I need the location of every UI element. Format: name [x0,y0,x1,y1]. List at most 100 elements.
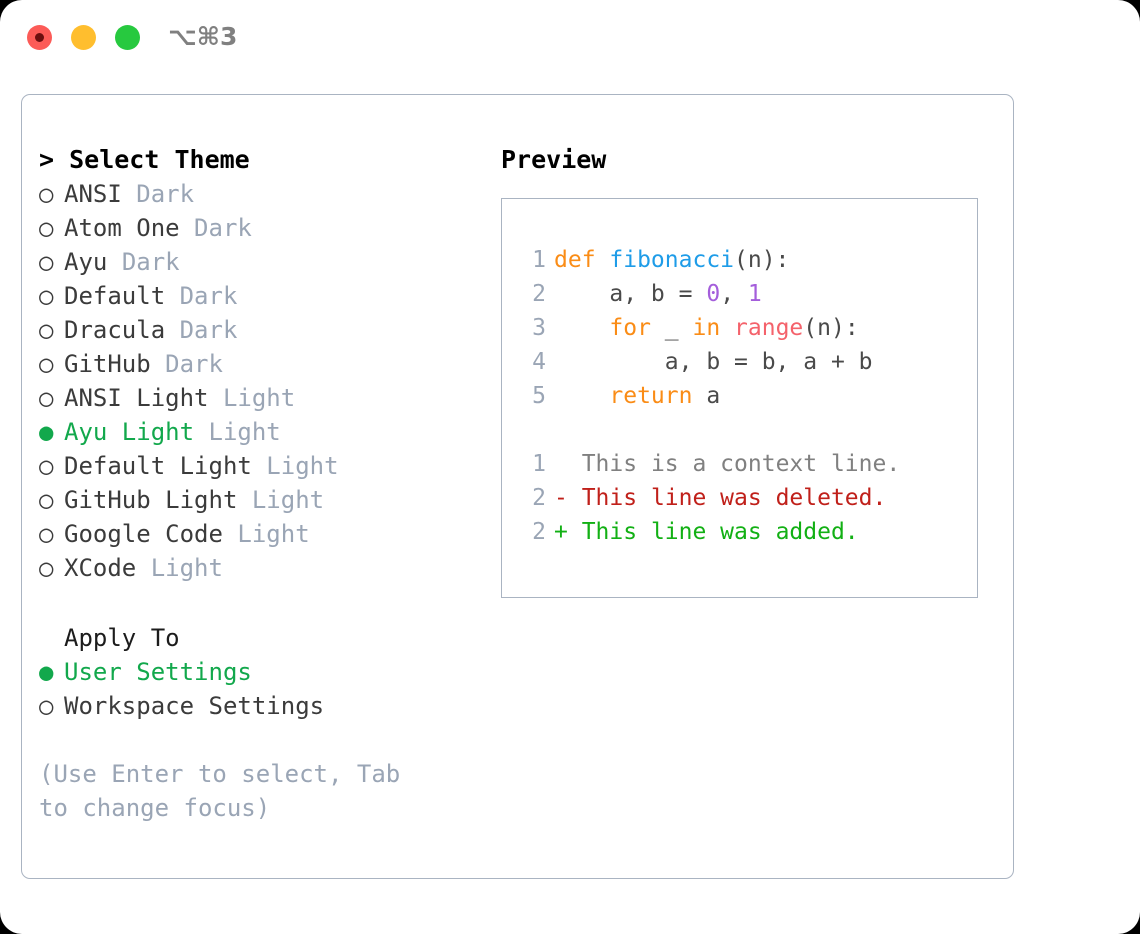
theme-option-variant: Light [237,520,310,548]
radio-unselected-icon: ○ [39,282,54,310]
code-token: range [734,315,804,341]
keyboard-hint-text: (Use Enter to select, Tab to change focu… [39,760,401,822]
line-number: 4 [532,349,546,375]
theme-list-column: > Select Theme ○ANSI Dark○Atom One Dark○… [39,143,479,825]
theme-option-name: Default Light [64,452,252,480]
code-token: (n): [803,315,859,341]
code-token [720,315,734,341]
theme-option-variant: Light [222,384,296,412]
apply-to-list: ● User Settings ○ Workspace Settings [39,655,479,723]
line-number: 2 [532,485,546,511]
section-spacer [39,585,479,621]
theme-option-variant: Dark [194,214,252,242]
theme-option-variant: Dark [165,350,223,378]
theme-option-variant: Light [208,418,281,446]
radio-unselected-icon: ○ [39,350,54,378]
theme-option-name: GitHub Light [64,486,238,514]
code-token: , [720,281,748,307]
code-line: 5 return a [520,379,977,413]
theme-option[interactable]: ● Ayu Light Light [39,415,479,449]
diff-text: This line was added. [581,519,859,545]
theme-option-name: Google Code [64,520,223,548]
line-number: 2 [532,281,546,307]
code-line: 3 for _ in range(n): [520,311,977,345]
theme-option[interactable]: ○ Default Dark [39,279,479,313]
code-token: a [692,383,721,409]
theme-option[interactable]: ○Dracula Dark [39,313,479,347]
theme-option-name: Ayu Light [64,418,195,446]
theme-option[interactable]: ○ ANSI Dark [39,177,479,211]
line-number: 5 [532,383,546,409]
code-token [554,383,609,409]
code-token: fibonacci [609,247,735,273]
diff-marker: - [554,485,582,511]
theme-option[interactable]: ○Ayu Dark [39,245,479,279]
apply-to-option[interactable]: ● User Settings [39,655,479,689]
theme-option[interactable]: ○ Default Light Light [39,449,479,483]
code-line: 2 a, b = 0, 1 [520,277,977,311]
theme-option-name: Default [64,282,166,310]
code-token: (n): [734,247,790,273]
title-bar: ⌥⌘3 [0,0,1140,78]
diff-sample: 1 This is a context line. 2- This line wa… [520,447,977,549]
theme-option[interactable]: ○XCode Light [39,551,479,585]
theme-option-name: ANSI [64,180,122,208]
diff-text: This line was deleted. [581,485,887,511]
code-token: a, b = b, a + b [554,349,873,375]
diff-text: This is a context line. [581,451,901,477]
radio-unselected-icon: ○ [39,384,54,412]
radio-unselected-icon: ○ [39,452,54,480]
line-number: 1 [532,451,546,477]
preview-heading: Preview [501,145,607,174]
code-token: return [609,383,693,409]
theme-option[interactable]: ○ ANSI Light Light [39,381,479,415]
radio-selected-icon: ● [39,658,54,686]
theme-option[interactable]: ○ Google Code Light [39,517,479,551]
diff-marker [554,451,582,477]
theme-option-name: GitHub [64,350,151,378]
theme-option[interactable]: ○GitHub Light Light [39,483,479,517]
select-theme-heading: > Select Theme [39,145,250,174]
theme-option[interactable]: ○ GitHub Dark [39,347,479,381]
theme-option-name: ANSI Light [64,384,209,412]
keyboard-shortcut-label: ⌥⌘3 [168,22,238,51]
theme-option-name: Dracula [64,316,166,344]
theme-option-variant: Light [266,452,339,480]
code-token [554,315,609,341]
theme-option-variant: Dark [179,316,238,344]
theme-option[interactable]: ○ Atom One Dark [39,211,479,245]
code-line: 4 a, b = b, a + b [520,345,977,379]
theme-option-variant: Dark [179,282,238,310]
line-number: 2 [532,519,546,545]
theme-option-name: Ayu [64,248,108,276]
diff-marker: + [554,519,582,545]
code-diff-spacer [520,413,977,447]
theme-option-variant: Light [251,486,325,514]
apply-to-heading: Apply To [64,624,180,652]
radio-unselected-icon: ○ [39,692,54,720]
zoom-button[interactable] [115,25,140,50]
apply-to-option-name: Workspace Settings [64,692,325,720]
radio-unselected-icon: ○ [39,214,54,242]
radio-unselected-icon: ○ [39,180,54,208]
radio-selected-icon: ● [39,418,54,446]
theme-list: ○ANSI Dark○Atom One Dark○Ayu Dark○Defaul… [39,177,479,585]
radio-unselected-icon: ○ [39,554,54,582]
minimize-button[interactable] [71,25,96,50]
apply-to-option[interactable]: ○ Workspace Settings [39,689,479,723]
apply-to-option-name: User Settings [64,658,252,686]
code-token: for [609,315,651,341]
traffic-lights [27,25,140,50]
theme-option-variant: Dark [136,180,195,208]
close-button[interactable] [27,25,52,50]
line-number: 3 [532,315,546,341]
line-number: 1 [532,247,546,273]
radio-unselected-icon: ○ [39,520,54,548]
theme-option-name: Atom One [64,214,180,242]
code-token: 0 [706,281,721,307]
theme-option-name: XCode [64,554,137,582]
